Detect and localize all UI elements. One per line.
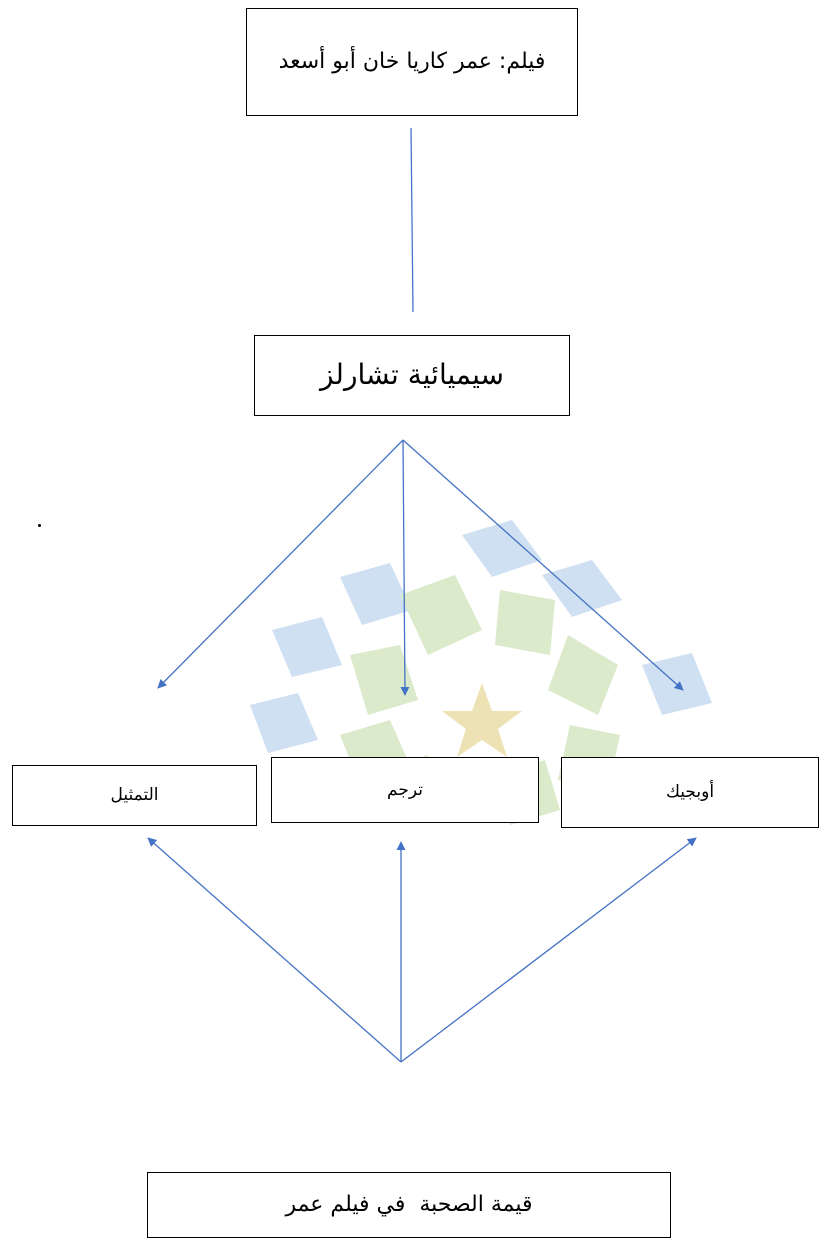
film-title-text: فيلم: عمر كاريا خان أبو أسعد [278,48,546,74]
theory-to-representation-arrow [157,439,404,689]
theory-to-object-arrow [402,439,684,691]
representation-text: التمثيل [110,785,159,806]
result-to-representation-arrow [147,837,402,1063]
film-title-box: فيلم: عمر كاريا خان أبو أسعد [246,8,578,116]
friendship-value-text: قيمة الصحبة في فيلم عمر [285,1191,533,1217]
result-to-object-arrow [400,837,697,1063]
interpretant-box: ترجم [271,757,539,823]
representation-box: التمثيل [12,765,257,826]
film-to-theory-line [410,127,414,313]
stray-dot [38,524,41,527]
theory-to-interpretant-arrow [400,439,410,696]
friendship-value-box: قيمة الصحبة في فيلم عمر [147,1172,671,1238]
interpretant-text: ترجم [387,779,423,800]
semiotics-theory-text: سيميائية تشارلز [319,358,505,392]
object-text: أوبجيك [665,782,715,803]
semiotics-theory-box: سيميائية تشارلز [254,335,570,416]
object-box: أوبجيك [561,757,819,828]
watermark-star [442,683,522,757]
